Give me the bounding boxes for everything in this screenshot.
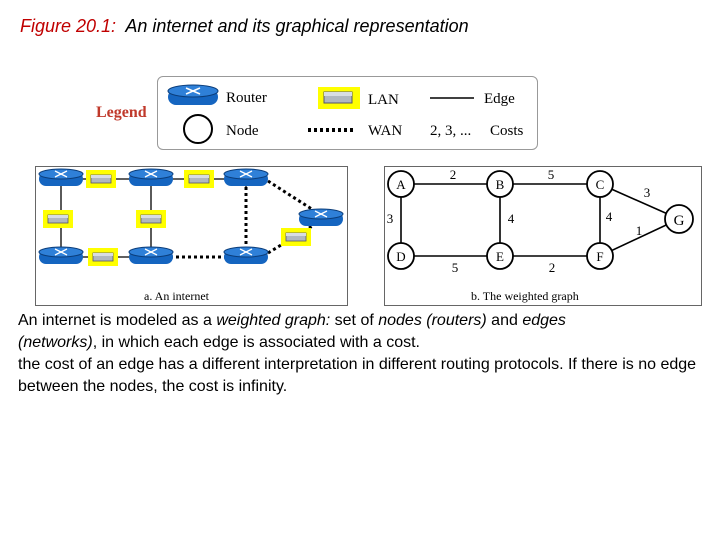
node-e: [486, 242, 514, 270]
legend-graphic: Router Node LAN WAN Edge 2, 3, ... Costs: [167, 84, 524, 144]
node-c: [586, 170, 614, 198]
legend-costs-label: Costs: [490, 123, 524, 139]
internet-diagram: a. An internet: [38, 168, 344, 303]
legend-router-label: Router: [226, 90, 267, 106]
panel-a-caption: a. An internet: [144, 289, 210, 303]
body-text-segment: and: [486, 312, 523, 329]
cost-e-f: 2: [549, 260, 556, 275]
body-text-segment: , in which each edge is associated with …: [92, 334, 420, 351]
router-icon: [223, 246, 269, 265]
node-g: [664, 204, 694, 234]
body-paragraph-1: An internet is modeled as a weighted gra…: [18, 310, 718, 354]
node-label-f: F: [596, 249, 603, 264]
figure-title: Figure 20.1: An internet and its graphic…: [20, 16, 469, 37]
cost-a-b: 2: [450, 167, 457, 182]
router-icon: [128, 168, 174, 187]
node-a: [387, 170, 415, 198]
node-label-b: B: [496, 177, 505, 192]
node-b: [486, 170, 514, 198]
body-text-segment: set of: [330, 312, 379, 329]
figure-label: Figure 20.1:: [20, 16, 117, 36]
weighted-graph: A B C D E F G 2 5 3 3 4 4 1 5 2 b. The w…: [387, 167, 694, 303]
router-icon: [223, 168, 269, 187]
legend-node-label: Node: [226, 123, 259, 139]
lan-icon: [135, 209, 167, 229]
legend-wan-label: WAN: [368, 123, 402, 139]
weighted-graph-panel: A B C D E F G 2 5 3 3 4 4 1 5 2 b. The w…: [384, 166, 702, 306]
term-nodes: nodes (routers): [378, 312, 487, 329]
cost-b-c: 5: [548, 167, 555, 182]
node-icon: [183, 114, 213, 144]
lan-icon: [318, 87, 360, 109]
body-paragraph-2: the cost of an edge has a different inte…: [18, 356, 697, 395]
term-edges: edges: [522, 312, 566, 329]
node-label-a: A: [396, 177, 406, 192]
term-weighted-graph: weighted graph:: [216, 312, 331, 329]
body-text-segment: An internet is modeled as a: [18, 312, 217, 329]
router-icon: [128, 246, 174, 265]
cost-b-e: 4: [508, 211, 515, 226]
internet-panel: a. An internet: [35, 166, 348, 306]
lan-icon: [85, 169, 117, 189]
lan-icon: [183, 169, 215, 189]
router-icon: [38, 246, 84, 265]
node-label-g: G: [674, 213, 685, 229]
cost-f-g: 1: [636, 223, 643, 238]
graph-edges: [400, 183, 680, 257]
legend-box: Router Node LAN WAN Edge 2, 3, ... Costs: [157, 76, 538, 150]
node-f: [586, 242, 614, 270]
legend-edge-label: Edge: [484, 91, 515, 107]
legend-lan-label: LAN: [368, 92, 399, 108]
cost-d-e: 5: [452, 260, 459, 275]
node-d: [387, 242, 415, 270]
lan-icon: [87, 247, 119, 267]
panel-b-caption: b. The weighted graph: [471, 289, 579, 303]
router-icon: [167, 84, 219, 105]
router-icon: [38, 168, 84, 187]
node-label-e: E: [496, 249, 504, 264]
lan-icon: [42, 209, 74, 229]
node-label-d: D: [396, 249, 405, 264]
node-label-c: C: [596, 177, 605, 192]
term-networks: (networks): [18, 334, 93, 351]
cost-c-g: 3: [644, 185, 651, 200]
legend-cost-values: 2, 3, ...: [430, 123, 471, 139]
cost-c-f: 4: [606, 209, 613, 224]
router-icon: [298, 208, 344, 227]
figure-title-text: An internet and its graphical representa…: [125, 16, 469, 36]
graph-nodes: [387, 170, 694, 270]
lan-icon: [280, 227, 312, 247]
body-text: An internet is modeled as a weighted gra…: [18, 310, 718, 398]
cost-a-d: 3: [387, 211, 394, 226]
legend-heading: Legend: [96, 104, 147, 121]
